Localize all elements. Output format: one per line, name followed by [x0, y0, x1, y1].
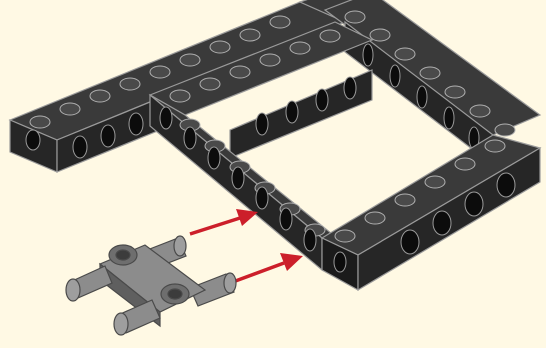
stud [485, 140, 505, 152]
stud [180, 54, 200, 66]
pin-hole [363, 44, 373, 66]
stud [120, 78, 140, 90]
pin-end [114, 313, 128, 335]
axle-hole-lower-inner [168, 289, 182, 299]
pin-hole [232, 167, 244, 189]
stud [335, 230, 355, 242]
pin-hole [101, 125, 115, 147]
stud [290, 42, 310, 54]
pin-end [174, 236, 186, 256]
pin-hole [344, 77, 356, 99]
stud [395, 48, 415, 60]
stud [395, 194, 415, 206]
pin-hole [208, 147, 220, 169]
pin-hole [390, 65, 400, 87]
stud [170, 90, 190, 102]
stud [455, 158, 475, 170]
pin-hole [73, 136, 87, 158]
stud [230, 66, 250, 78]
pin-hole [256, 187, 268, 209]
pin-end [66, 279, 80, 301]
stud [260, 54, 280, 66]
pin-end [224, 273, 236, 293]
stud [370, 29, 390, 41]
pin-hole [256, 113, 268, 135]
stud [270, 16, 290, 28]
pin-hole [304, 229, 316, 251]
pin-hole [280, 208, 292, 230]
stud [60, 103, 80, 115]
stud [420, 67, 440, 79]
pin-hole [129, 113, 143, 135]
pin-hole [26, 130, 40, 150]
pin-hole [286, 101, 298, 123]
pin-hole [184, 127, 196, 149]
stud [240, 29, 260, 41]
stud [470, 105, 490, 117]
pin-hole [316, 89, 328, 111]
pin-hole [334, 252, 346, 272]
pin-hole [401, 230, 419, 254]
stud [200, 78, 220, 90]
stud [345, 11, 365, 23]
stud [30, 116, 50, 128]
pin-hole [417, 86, 427, 108]
stud [445, 86, 465, 98]
stud [495, 124, 515, 136]
stud [210, 41, 230, 53]
stud [150, 66, 170, 78]
axle-hole-upper-inner [116, 250, 130, 260]
pin-hole [497, 173, 515, 197]
stud [90, 90, 110, 102]
pin-hole [433, 211, 451, 235]
stud [320, 30, 340, 42]
stud [425, 176, 445, 188]
pin-hole [465, 192, 483, 216]
pin-hole [444, 107, 454, 129]
stud [365, 212, 385, 224]
pin-hole [160, 107, 172, 129]
